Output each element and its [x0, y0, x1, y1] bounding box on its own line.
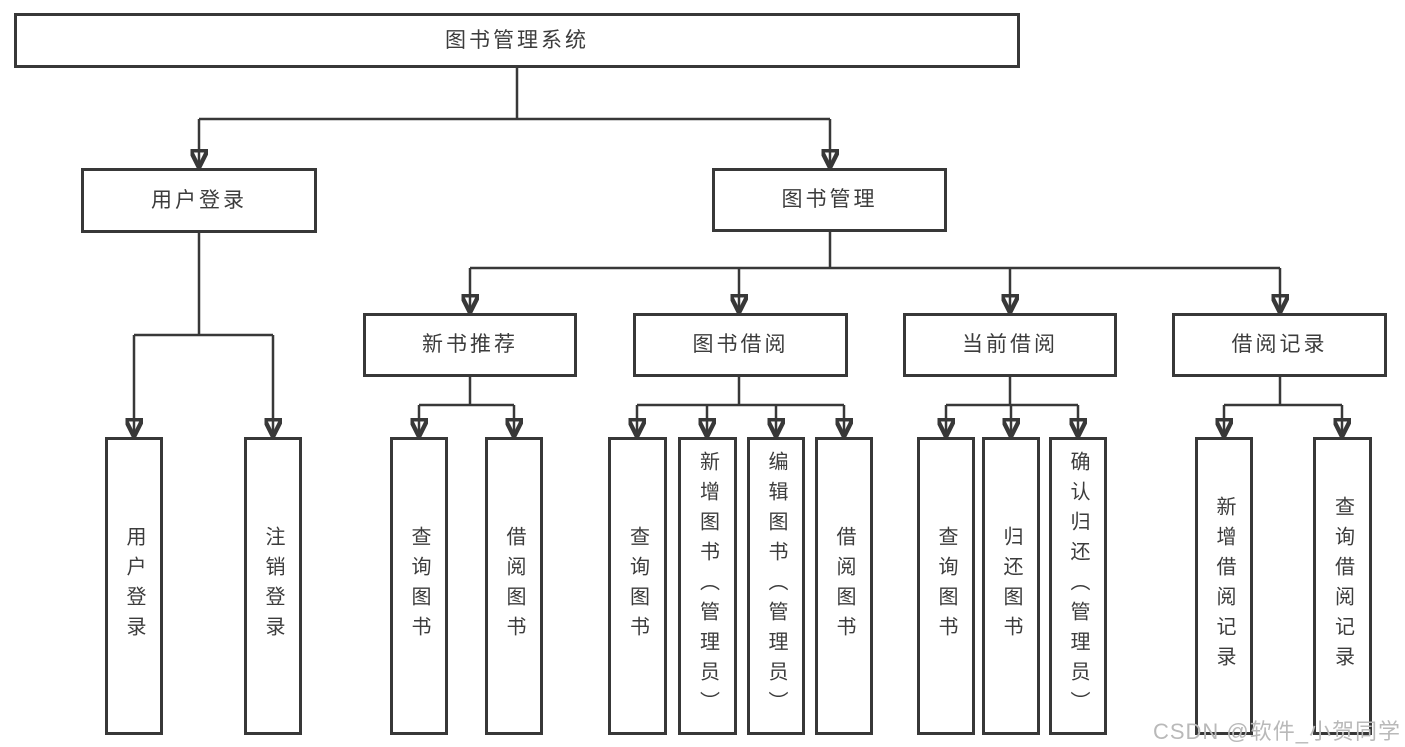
leaf-logout-label: 注销登录 — [262, 526, 284, 646]
node-new-book-recommend-label: 新书推荐 — [422, 333, 518, 357]
connector-root-to-level2 — [199, 68, 830, 166]
leaf-query-borrow-record: 查询借阅记录 — [1313, 437, 1372, 735]
leaf-add-borrow-record: 新增借阅记录 — [1195, 437, 1253, 735]
leaf-add-books-admin: 新增图书（管理员） — [678, 437, 737, 735]
leaf-borrowing-borrow-books: 借阅图书 — [815, 437, 873, 735]
leaf-current-query-books: 查询图书 — [917, 437, 975, 735]
leaf-edit-books-admin-label: 编辑图书（管理员） — [765, 451, 787, 721]
leaf-borrowing-query-books-label: 查询图书 — [626, 526, 649, 646]
node-new-book-recommend: 新书推荐 — [363, 313, 577, 377]
node-book-borrowing: 图书借阅 — [633, 313, 848, 377]
node-book-management-label: 图书管理 — [781, 188, 878, 212]
leaf-current-query-books-label: 查询图书 — [935, 526, 957, 646]
node-borrowing-records: 借阅记录 — [1172, 313, 1387, 377]
leaf-add-borrow-record-label: 新增借阅记录 — [1213, 496, 1235, 676]
node-book-management: 图书管理 — [712, 168, 947, 232]
leaf-recommend-query-books: 查询图书 — [390, 437, 448, 735]
node-book-management-system-label: 图书管理系统 — [445, 28, 589, 52]
connector-new-book-recommend-children — [419, 377, 514, 435]
leaf-confirm-return-admin-label: 确认归还（管理员） — [1067, 451, 1089, 721]
node-current-borrowing: 当前借阅 — [903, 313, 1117, 377]
leaf-query-borrow-record-label: 查询借阅记录 — [1331, 496, 1354, 676]
connector-current-borrowing-children — [946, 377, 1078, 435]
leaf-borrowing-query-books: 查询图书 — [608, 437, 667, 735]
connector-user-login-children — [134, 233, 273, 435]
leaf-borrowing-borrow-books-label: 借阅图书 — [833, 526, 855, 646]
node-current-borrowing-label: 当前借阅 — [962, 333, 1058, 357]
node-borrowing-records-label: 借阅记录 — [1231, 333, 1328, 357]
leaf-edit-books-admin: 编辑图书（管理员） — [747, 437, 805, 735]
leaf-recommend-borrow-books: 借阅图书 — [485, 437, 543, 735]
leaf-return-books-label: 归还图书 — [1000, 526, 1022, 646]
leaf-logout: 注销登录 — [244, 437, 302, 735]
node-user-login: 用户登录 — [81, 168, 317, 233]
leaf-user-login: 用户登录 — [105, 437, 163, 735]
leaf-user-login-label: 用户登录 — [123, 526, 145, 646]
node-book-management-system: 图书管理系统 — [14, 13, 1020, 68]
leaf-recommend-query-books-label: 查询图书 — [408, 526, 430, 646]
node-user-login-label: 用户登录 — [151, 188, 247, 212]
leaf-confirm-return-admin: 确认归还（管理员） — [1049, 437, 1107, 735]
connector-book-borrowing-children — [637, 377, 844, 435]
leaf-add-books-admin-label: 新增图书（管理员） — [696, 451, 719, 721]
csdn-watermark: CSDN @软件_小贺同学 — [1152, 719, 1401, 744]
leaf-return-books: 归还图书 — [982, 437, 1040, 735]
connector-book-management-children — [470, 232, 1280, 311]
leaf-recommend-borrow-books-label: 借阅图书 — [503, 526, 525, 646]
node-book-borrowing-label: 图书借阅 — [692, 333, 789, 357]
connector-borrowing-records-children — [1224, 377, 1342, 435]
